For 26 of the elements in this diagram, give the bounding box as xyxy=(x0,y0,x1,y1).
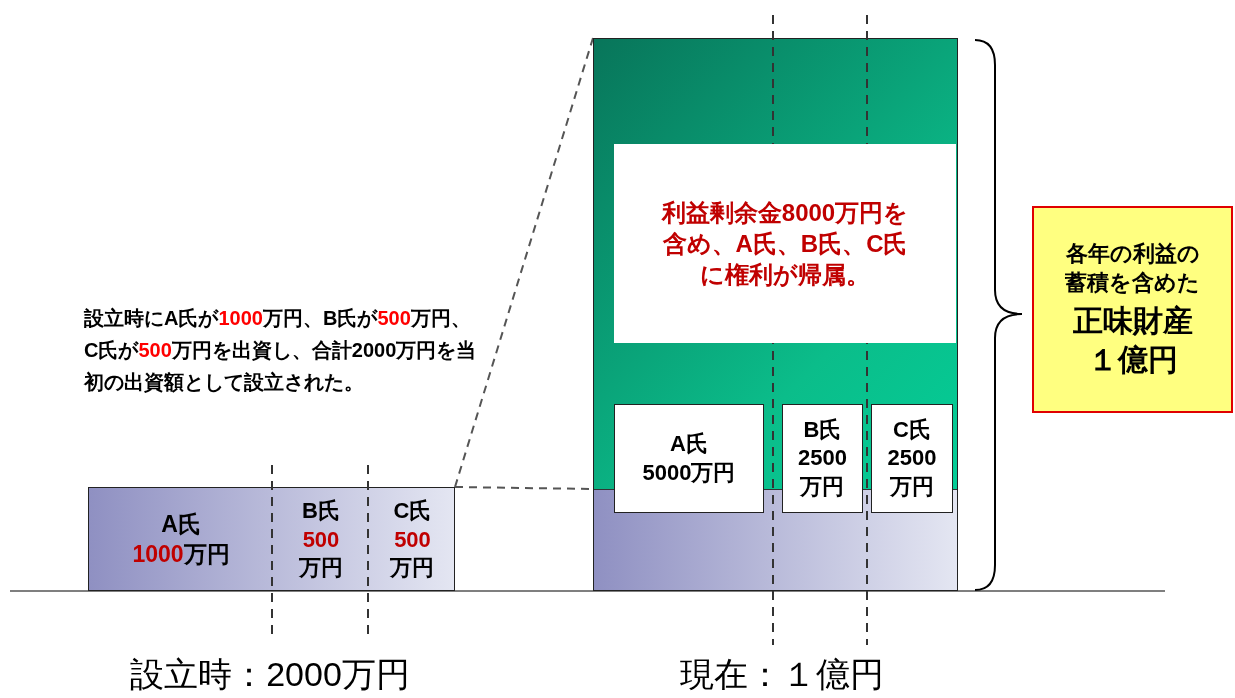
amount-text: 1000万円 xyxy=(132,540,230,569)
net-assets-callout xyxy=(1032,206,1233,413)
net-assets-bar xyxy=(593,38,958,591)
amount-text: 2500万円 xyxy=(797,444,848,501)
amount-text: 2500万円 xyxy=(886,444,938,501)
share-box xyxy=(614,404,764,513)
callout-amount: 正味財産１億円 xyxy=(1071,303,1194,379)
holder-name: C氏 xyxy=(893,415,931,444)
rights-note: 利益剰余金8000万円を含め、A氏、B氏、C氏に権利が帰属。 xyxy=(660,197,910,291)
holder-name: C氏 xyxy=(393,497,432,526)
share-box xyxy=(871,404,953,513)
holder-name: A氏 xyxy=(670,429,708,458)
founding-capital-bar xyxy=(88,487,455,591)
amount-text: 500万円 xyxy=(389,525,436,583)
dashed-projection-line xyxy=(454,37,594,488)
holder-name: B氏 xyxy=(302,497,340,526)
annotation-text: 設立時にA氏が1000万円、B氏が500万円、C氏が500万円を出資し、合計2000万円を当初の出資額として設立された。 xyxy=(84,306,478,395)
amount-text: 500万円 xyxy=(298,525,344,583)
axis-caption: 設立時：2000万円 xyxy=(130,654,410,695)
retained-earnings-box xyxy=(614,144,956,343)
callout-text: 各年の利益の蓄積を含めた xyxy=(1064,239,1201,297)
amount-text: 5000万円 xyxy=(642,458,736,487)
share-box xyxy=(782,404,863,513)
axis-caption: 現在：１億円 xyxy=(680,654,884,695)
holder-name: B氏 xyxy=(803,415,842,444)
holder-name: A氏 xyxy=(161,510,201,540)
